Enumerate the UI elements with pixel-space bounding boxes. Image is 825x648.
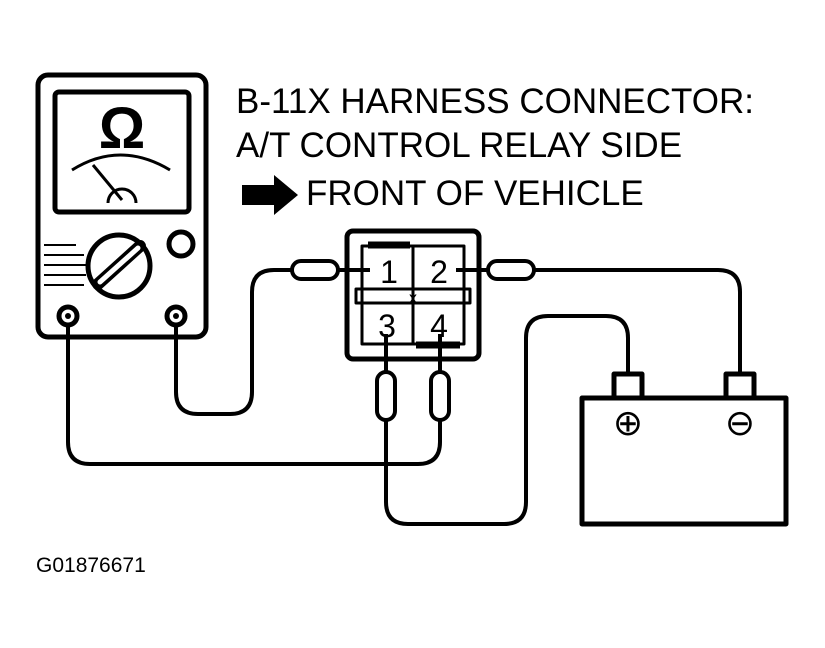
wire-meter-to-pin-1 bbox=[174, 268, 294, 416]
ohmmeter-scale bbox=[71, 153, 171, 172]
wire-pin-2-to-battery-negative bbox=[532, 268, 742, 376]
ohmmeter-zero-adjust bbox=[166, 229, 196, 259]
heading-line-2: A/T CONTROL RELAY SIDE bbox=[236, 126, 682, 165]
battery-terminal-negative bbox=[723, 371, 757, 401]
battery-positive-symbol: ⊕ bbox=[613, 402, 643, 443]
right-arrow-icon bbox=[242, 175, 298, 215]
pin-4-label: 4 bbox=[430, 308, 448, 344]
battery-negative-symbol: ⊖ bbox=[725, 402, 755, 443]
connector-center-mark: x bbox=[409, 290, 417, 307]
probe-pin-3 bbox=[375, 370, 397, 422]
probe-pin-1 bbox=[290, 259, 340, 281]
ohmmeter-selector-pointer-inner bbox=[97, 245, 141, 285]
wires bbox=[66, 268, 742, 526]
ohmmeter-display bbox=[52, 89, 192, 215]
ohmmeter-jack-left-dot bbox=[65, 313, 71, 319]
pin-3-label: 3 bbox=[378, 308, 396, 344]
harness-connector bbox=[344, 228, 482, 362]
probe-pin-4 bbox=[429, 370, 451, 422]
ohm-symbol: Ω bbox=[99, 96, 146, 161]
ohmmeter-pivot bbox=[106, 187, 138, 204]
ohmmeter-range-lines bbox=[44, 244, 88, 286]
wire-pin-3-to-battery-positive bbox=[384, 314, 630, 526]
ohmmeter-jack-right-dot bbox=[173, 313, 179, 319]
probe-pin-2 bbox=[486, 259, 536, 281]
heading-line-1: B-11X HARNESS CONNECTOR: bbox=[236, 82, 754, 121]
probes bbox=[290, 259, 536, 422]
heading-line-3: FRONT OF VEHICLE bbox=[306, 174, 644, 213]
figure-id: G01876671 bbox=[36, 554, 146, 577]
wire-meter-to-pin-4 bbox=[66, 323, 442, 466]
pin-1-label: 1 bbox=[380, 254, 398, 290]
battery-terminal-positive bbox=[611, 371, 645, 401]
pin-2-label: 2 bbox=[430, 254, 448, 290]
connector-housing bbox=[344, 228, 482, 362]
battery-icon bbox=[579, 371, 789, 527]
ohmmeter-body bbox=[35, 72, 209, 340]
battery-body bbox=[579, 395, 789, 527]
ohmmeter-needle bbox=[91, 164, 124, 201]
ohmmeter-icon bbox=[35, 72, 209, 340]
